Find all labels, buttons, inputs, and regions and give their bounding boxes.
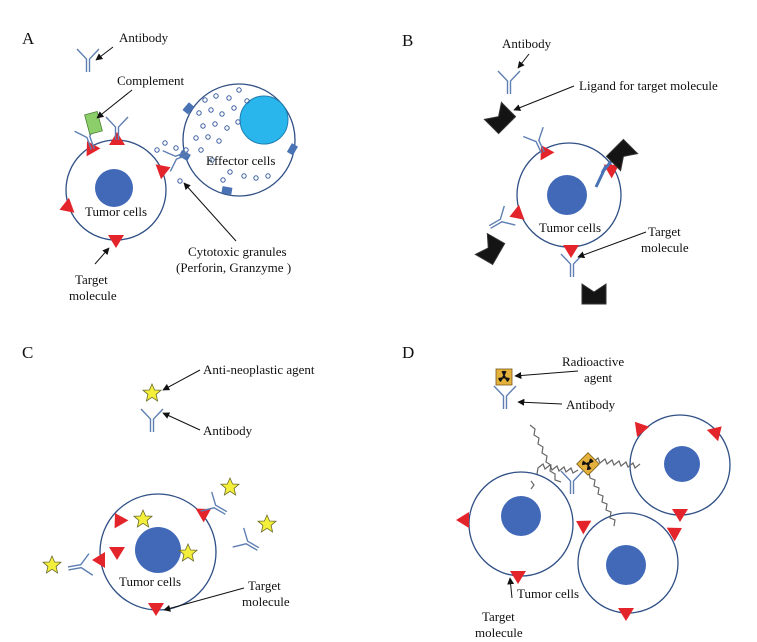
label-granules-a-2: (Perforin, Granzyme ) bbox=[176, 260, 291, 275]
label-target-d-1: Target bbox=[482, 609, 515, 624]
antibody-icon bbox=[483, 70, 614, 278]
panel-b: B Antibody Ligand for target molecule Tu… bbox=[402, 31, 718, 305]
label-antibody-d: Antibody bbox=[566, 397, 616, 412]
tumor-nucleus-d-right bbox=[664, 446, 700, 482]
label-antibody-a: Antibody bbox=[119, 30, 169, 45]
label-tumor-c: Tumor cells bbox=[119, 574, 181, 589]
panel-a-letter: A bbox=[22, 29, 35, 48]
effector-nucleus bbox=[239, 95, 289, 145]
label-agent-c: Anti-neoplastic agent bbox=[203, 362, 315, 377]
radiation-waves bbox=[529, 424, 641, 527]
label-target-d-2: molecule bbox=[475, 625, 523, 640]
panel-d: D bbox=[402, 343, 731, 640]
panel-a: A bbox=[22, 29, 298, 303]
label-target-a-1: Target bbox=[75, 272, 108, 287]
panel-d-letter: D bbox=[402, 343, 414, 362]
label-antibody-b: Antibody bbox=[502, 36, 552, 51]
label-tumor-a: Tumor cells bbox=[85, 204, 147, 219]
tumor-nucleus-b bbox=[547, 175, 587, 215]
label-tumor-d: Tumor cells bbox=[517, 586, 579, 601]
panel-b-letter: B bbox=[402, 31, 413, 50]
tumor-nucleus-d-bottom bbox=[606, 545, 646, 585]
label-effector-a: Effector cells bbox=[206, 153, 275, 168]
label-target-c-1: Target bbox=[248, 578, 281, 593]
label-radio-d-2: agent bbox=[584, 370, 613, 385]
label-tumor-b: Tumor cells bbox=[539, 220, 601, 235]
complement-icon bbox=[84, 111, 103, 135]
label-antibody-c: Antibody bbox=[203, 423, 253, 438]
panel-c: C Anti-neoplastic agent Antibody bbox=[22, 343, 315, 616]
tumor-nucleus-a bbox=[95, 169, 133, 207]
label-target-c-2: molecule bbox=[242, 594, 290, 609]
label-target-b-1: Target bbox=[648, 224, 681, 239]
label-ligand-b: Ligand for target molecule bbox=[579, 78, 718, 93]
label-granules-a-1: Cytotoxic granules bbox=[188, 244, 287, 259]
label-radio-d-1: Radioactive bbox=[562, 354, 624, 369]
tumor-nucleus-d-left bbox=[501, 496, 541, 536]
panel-c-letter: C bbox=[22, 343, 33, 362]
label-complement-a: Complement bbox=[117, 73, 185, 88]
tumor-nucleus-c bbox=[135, 527, 181, 573]
label-target-b-2: molecule bbox=[641, 240, 689, 255]
label-target-a-2: molecule bbox=[69, 288, 117, 303]
